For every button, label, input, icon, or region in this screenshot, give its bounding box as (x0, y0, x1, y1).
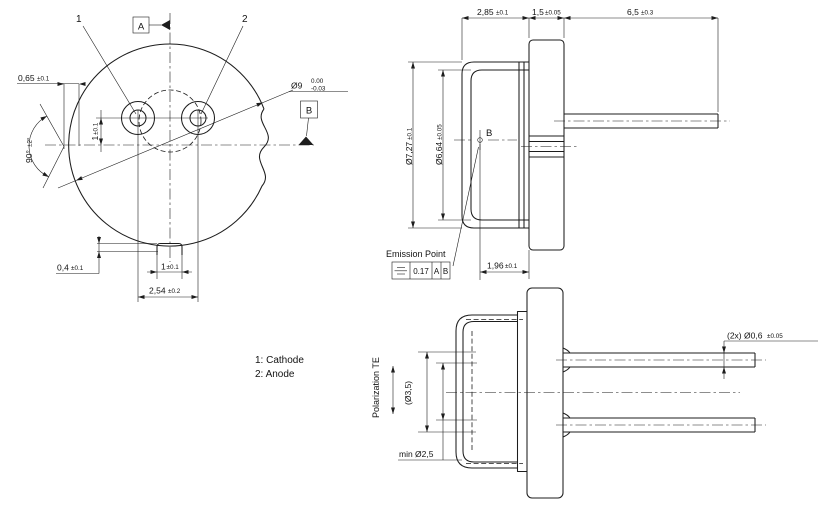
dim-body-dia-value: Ø9 (291, 81, 303, 91)
bottom-view-arrows (391, 346, 726, 432)
bottom-view-hidden-lines (466, 319, 523, 464)
datum-a-triangle-icon (161, 20, 170, 30)
cap-outer-outline-bottom (455, 314, 518, 469)
dim-pin-length-tol: ±0.3 (641, 10, 654, 17)
dim-pin-offset-value: 1 (90, 136, 100, 141)
callout-1-label: 1 (76, 14, 82, 25)
cap-outer-outline (461, 61, 529, 229)
dim-cap-od-tol: ±0.1 (407, 127, 414, 140)
datum-b-label: B (306, 106, 312, 117)
callout-2-leader (200, 25, 244, 115)
polarization-text: Polarization TE (371, 357, 381, 418)
datum-b-box (300, 100, 318, 119)
dim-pin-spacing-value: 2,54 (149, 286, 166, 296)
dim-pin-offset-text: 1 ±0.1 (90, 122, 100, 140)
dim-cap-od-text: Ø7,27 ±0.1 (404, 127, 414, 165)
emission-point-marker (477, 137, 483, 143)
front-view-thin-lines (17, 24, 348, 302)
dim-window-od-value: Ø6,64 (434, 142, 444, 165)
emission-caption: Emission Point (386, 249, 446, 259)
legend-anode: 2: Anode (255, 369, 295, 380)
bottom-view-centerlines (446, 359, 766, 426)
bottom-view-outline (455, 287, 756, 499)
dim-flange-thk-tol: ±0.05 (545, 10, 561, 17)
dim-window-od-text: Ø6,64 ±0.05 (434, 124, 444, 165)
flange-outline (528, 39, 565, 251)
dim-pin-spacing-tol: ±0.2 (168, 288, 181, 295)
dim-body-dia-lower-tol: -0.03 (311, 86, 326, 93)
dim-tab-width-tol: ±0.1 (167, 264, 180, 271)
pin-legend: 1: Cathode 2: Anode (255, 355, 304, 380)
callout-2-label: 2 (242, 14, 248, 25)
side-view-centerlines (454, 120, 730, 147)
feature-control-frame: 0.17 A B (391, 261, 451, 280)
datum-b-triangle-icon (298, 136, 314, 145)
front-view-outline (68, 43, 269, 255)
dim-body-dia-upper-tol: 0.00 (311, 78, 324, 85)
dim-window-od-tol: ±0.05 (437, 124, 444, 140)
flange-outline-bottom (526, 287, 564, 499)
front-view: 1 2 A B 0,65 ±0.1 90° ±2° 1 ±0.1 Ø9 0.00… (17, 13, 348, 302)
side-view-outline (461, 39, 719, 251)
fcf-frame (391, 261, 451, 280)
legend-cathode: 1: Cathode (255, 355, 304, 366)
callout-1-leader (82, 25, 137, 115)
dim-pin-dia-tol: ±0.05 (767, 333, 783, 340)
datum-a-label: A (138, 22, 145, 33)
can-body-outline (68, 43, 269, 247)
front-view-centerlines (45, 13, 314, 262)
dim-cap-length-tol: ±0.1 (496, 10, 509, 17)
dim-flange-thk-value: 1,5 (532, 7, 544, 17)
index-tab-outline (156, 242, 183, 255)
side-view-thin-lines (408, 17, 719, 280)
fcf-datum-2: B (443, 267, 448, 276)
bottom-view: Polarization TE (Ø3,5) min Ø2,5 (2x) Ø0,… (371, 287, 818, 499)
dim-emission-offset-tol: ±0.1 (505, 263, 518, 270)
side-view: 2,85 ±0.1 1,5 ±0.05 6,5 ±0.3 Ø7,27 ±0.1 … (386, 7, 730, 280)
dim-tab-height-tol: ±0.1 (71, 265, 84, 272)
cap-inner-outline-bottom (462, 320, 518, 463)
dim-cap-length-value: 2,85 (477, 7, 494, 17)
dim-pin-offset-tol: ±0.1 (93, 122, 100, 135)
dim-angle-tol: ±2° (26, 137, 34, 147)
dim-aperture-min-value: min Ø2,5 (399, 449, 434, 459)
dim-cap-od-value: Ø7,27 (404, 142, 414, 165)
cap-lip-outline (516, 310, 527, 473)
dim-window-ref-value: (Ø3,5) (403, 381, 413, 405)
bottom-view-thin-lines (392, 340, 818, 461)
dim-flat-value: 0,65 (18, 73, 35, 83)
dim-angle-value: 90° (24, 150, 34, 163)
dim-tab-width-value: 1 (161, 262, 166, 272)
symmetry-icon (394, 267, 407, 275)
polarization-label: Polarization TE (371, 357, 381, 418)
dim-angle-text: 90° ±2° (24, 137, 34, 163)
datum-a-box (132, 16, 150, 34)
fcf-tolerance: 0.17 (413, 267, 429, 276)
emission-point-b-label: B (486, 128, 492, 139)
dim-tab-height-value: 0,4 (57, 263, 69, 273)
dim-pin-dia-value: (2x) Ø0,6 (727, 331, 763, 341)
dim-window-ref-text: (Ø3,5) (403, 381, 413, 405)
dim-pin-length-value: 6,5 (627, 7, 639, 17)
cap-inner-outline (470, 69, 529, 221)
dim-emission-offset-value: 1,96 (487, 261, 504, 271)
dim-flat-tol: ±0.1 (37, 76, 50, 83)
fcf-datum-1: A (434, 267, 440, 276)
